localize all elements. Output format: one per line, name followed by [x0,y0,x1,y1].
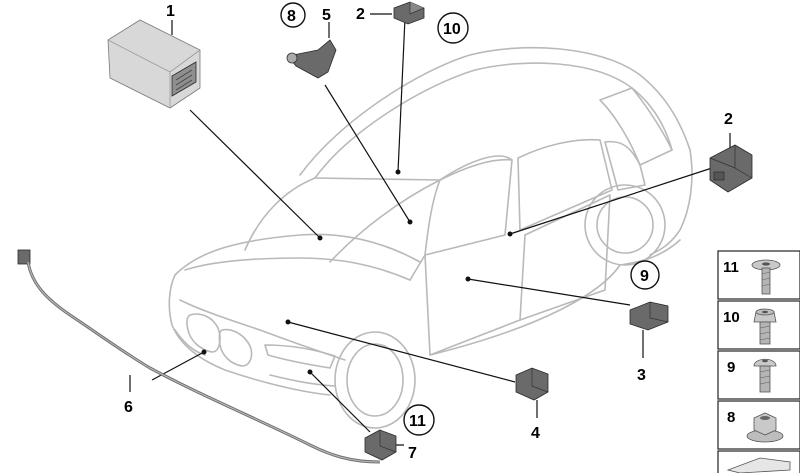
hardware-label-8: 8 [727,409,735,426]
callout-2-right: 2 [724,111,733,128]
callout-6: 6 [124,399,133,416]
sensor-3-icon[interactable] [629,301,669,331]
screw-torx-icon [753,308,777,345]
sensor-right-icon[interactable] [709,144,753,193]
hardware-label-10: 10 [723,309,740,326]
control-unit-icon[interactable] [107,19,201,109]
hardware-item-8[interactable]: 8 [717,400,800,450]
hardware-item-10[interactable]: 10 [717,300,800,350]
callout-11: 11 [409,413,426,430]
sensor-7-icon[interactable] [364,429,397,461]
leader-dots [201,169,513,375]
sensor-4-icon[interactable] [515,367,549,401]
bracket-sensor-icon[interactable] [286,39,337,79]
callout-7: 7 [408,445,417,462]
hardware-item-11[interactable]: 11 [717,250,800,300]
sensor-top-icon[interactable] [393,1,425,25]
callout-1: 1 [166,3,175,20]
car-outline [168,46,693,429]
callout-2-top: 2 [356,6,365,23]
callout-8-circled: 8 [280,2,306,28]
callout-10-circled: 10 [437,12,469,44]
callout-5: 5 [322,7,331,24]
callout-9-circled: 9 [630,260,660,290]
callout-9: 9 [640,268,649,285]
callout-4: 4 [531,425,540,442]
hardware-item-9[interactable]: 9 [717,350,800,400]
hardware-label-9: 9 [727,359,735,376]
screw-button-icon [753,358,777,393]
callout-11-circled: 11 [403,404,435,436]
callout-3: 3 [637,367,646,384]
hardware-panel: 11 10 [717,250,800,473]
nut-icon [746,412,784,443]
hardware-item-partial [717,450,800,473]
cable-harness-icon[interactable] [17,249,381,464]
callout-8: 8 [287,8,296,25]
leader-lines [129,13,731,446]
callout-10: 10 [443,21,461,38]
callout-numbers: 1 5 2 2 3 4 6 7 [124,3,733,462]
hardware-label-11: 11 [723,259,739,276]
screw-flat-icon [751,259,781,295]
